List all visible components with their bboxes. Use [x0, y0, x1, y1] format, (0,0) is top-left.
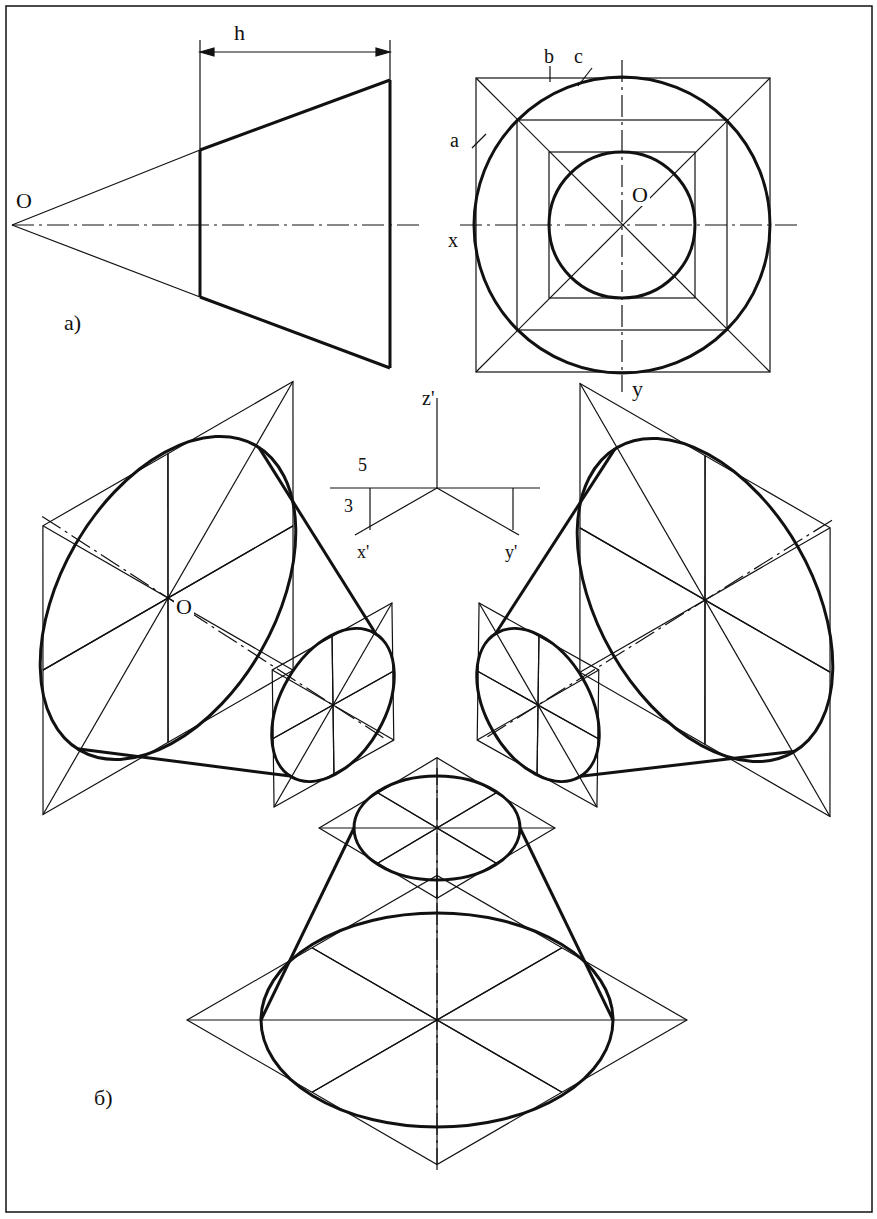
construction-line — [478, 672, 598, 739]
view-label: y' — [503, 543, 519, 561]
view-label: b — [542, 46, 556, 66]
view-label: y — [630, 378, 645, 400]
cone-base-ellipse — [0, 392, 349, 804]
view-label: a — [448, 130, 461, 150]
cone-generator — [581, 751, 796, 776]
view-label: O — [630, 184, 650, 206]
view-label: 5 — [356, 456, 369, 474]
cone-base-ellipse — [524, 394, 877, 806]
view-label: c — [572, 46, 585, 66]
cone-generator — [77, 749, 290, 776]
cone-axis — [436, 768, 437, 1170]
view-label: z' — [420, 388, 436, 408]
cone-generator — [520, 828, 613, 1020]
cone-end-view — [460, 60, 800, 392]
cone-generator — [261, 828, 354, 1020]
view-label: O — [174, 596, 194, 618]
view-label: x — [446, 230, 460, 250]
view-label: б) — [92, 1087, 115, 1109]
construction-line — [332, 636, 334, 773]
view-label: O — [14, 190, 34, 212]
cone-base-ellipse — [354, 776, 520, 880]
view-label: 3 — [342, 497, 355, 515]
isometric-cones — [0, 382, 877, 1170]
cone-axis — [42, 516, 383, 737]
cone-axis — [487, 520, 832, 737]
cone-generator — [495, 449, 614, 634]
cone-generator — [259, 447, 376, 634]
isometric-axes — [330, 398, 540, 535]
view-label: а) — [62, 312, 83, 334]
view-label: h — [232, 22, 247, 44]
view-label: x' — [355, 543, 371, 561]
sheet-frame — [6, 6, 872, 1212]
cone-base-ellipse — [261, 913, 613, 1127]
cone-side-view — [12, 40, 420, 368]
